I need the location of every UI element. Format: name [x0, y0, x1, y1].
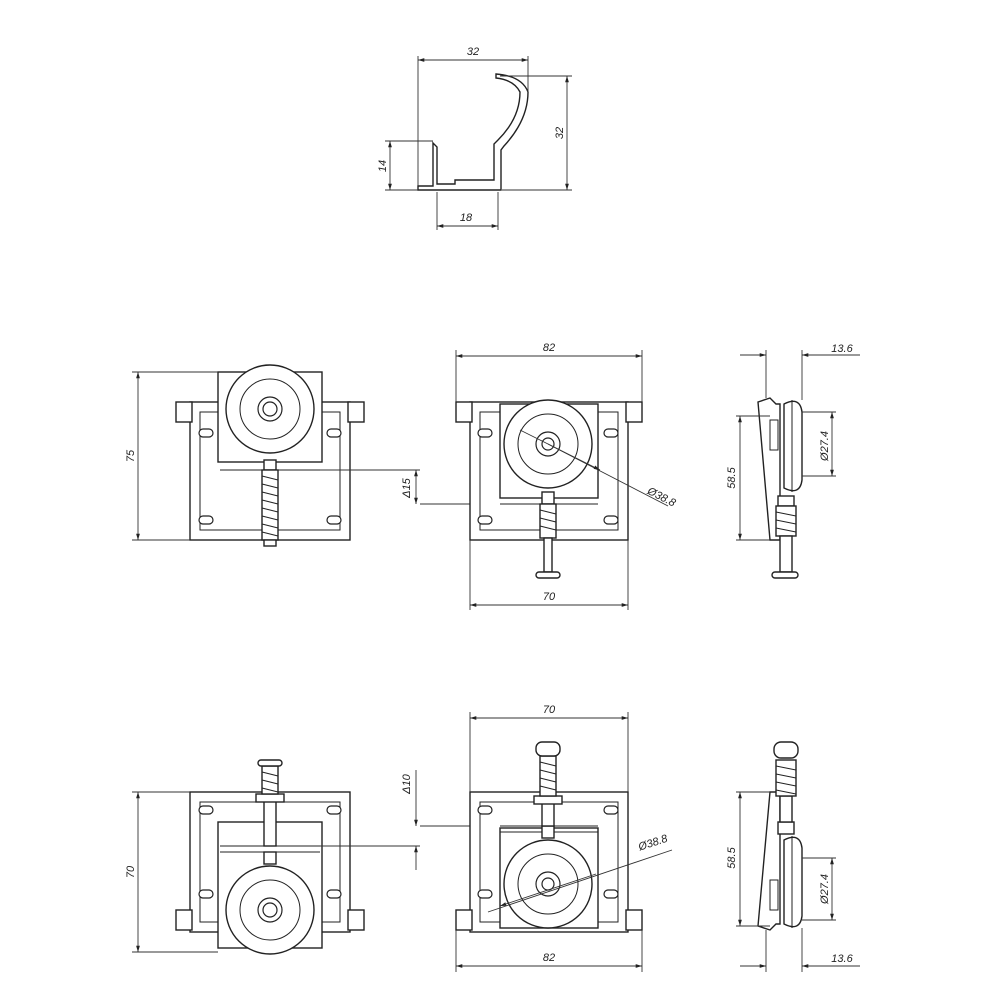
- roller-front-view-bottom: 70 Δ10: [125, 759, 540, 955]
- bottom-height-label: 70: [125, 865, 137, 878]
- bottom-width-bottom-label: 82: [543, 952, 555, 964]
- roller-front-view-top: 75 Δ15: [125, 364, 540, 547]
- bottom-side-wheel-label: Ø27.4: [819, 874, 831, 905]
- roller-back-view-bottom: Ø38.8 70 82: [455, 704, 673, 972]
- rail-profile: 32 32 14 18: [377, 46, 572, 230]
- top-side-height-label: 58.5: [726, 466, 738, 488]
- profile-height-label: 32: [554, 127, 566, 139]
- top-wheel-dia-label: Ø38.8: [644, 485, 678, 510]
- top-side-wheel-label: Ø27.4: [819, 431, 831, 462]
- top-offset-label: Δ15: [401, 477, 413, 498]
- roller-side-view-bottom: 58.5 Ø27.4 13.6: [726, 741, 860, 972]
- rail-profile-shape: [417, 73, 529, 191]
- bolt-icon: [255, 759, 285, 847]
- roller-side-view-top: 13.6 58.5 Ø27.4: [726, 343, 860, 579]
- spring-icon: [261, 469, 279, 547]
- profile-base-label: 18: [460, 212, 473, 224]
- bottom-offset-label: Δ10: [401, 773, 413, 794]
- profile-width-label: 32: [467, 46, 479, 58]
- top-side-depth-label: 13.6: [831, 343, 853, 355]
- bottom-side-depth-label: 13.6: [831, 953, 853, 965]
- bottom-side-height-label: 58.5: [726, 846, 738, 868]
- profile-lip-label: 14: [377, 160, 389, 172]
- bottom-wheel-dia-label: Ø38.8: [636, 833, 670, 854]
- top-width-bottom-label: 70: [543, 591, 556, 603]
- roller-back-view-top: Ø38.8 82 70: [455, 342, 678, 610]
- bottom-width-top-label: 70: [543, 704, 556, 716]
- bolt-icon: [533, 741, 563, 827]
- bolt-icon: [535, 503, 561, 579]
- top-height-label: 75: [125, 449, 137, 462]
- top-width-top-label: 82: [543, 342, 555, 354]
